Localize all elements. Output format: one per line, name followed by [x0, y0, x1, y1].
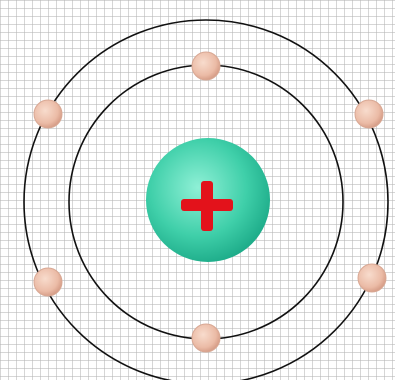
electron-inner-bottom	[192, 324, 220, 352]
electron-inner-top	[192, 52, 220, 80]
electron-outer-top-right	[355, 100, 383, 128]
electron-outer-bottom-right	[358, 264, 386, 292]
electron-outer-top-left	[34, 100, 62, 128]
electron-outer-bottom-left	[34, 268, 62, 296]
